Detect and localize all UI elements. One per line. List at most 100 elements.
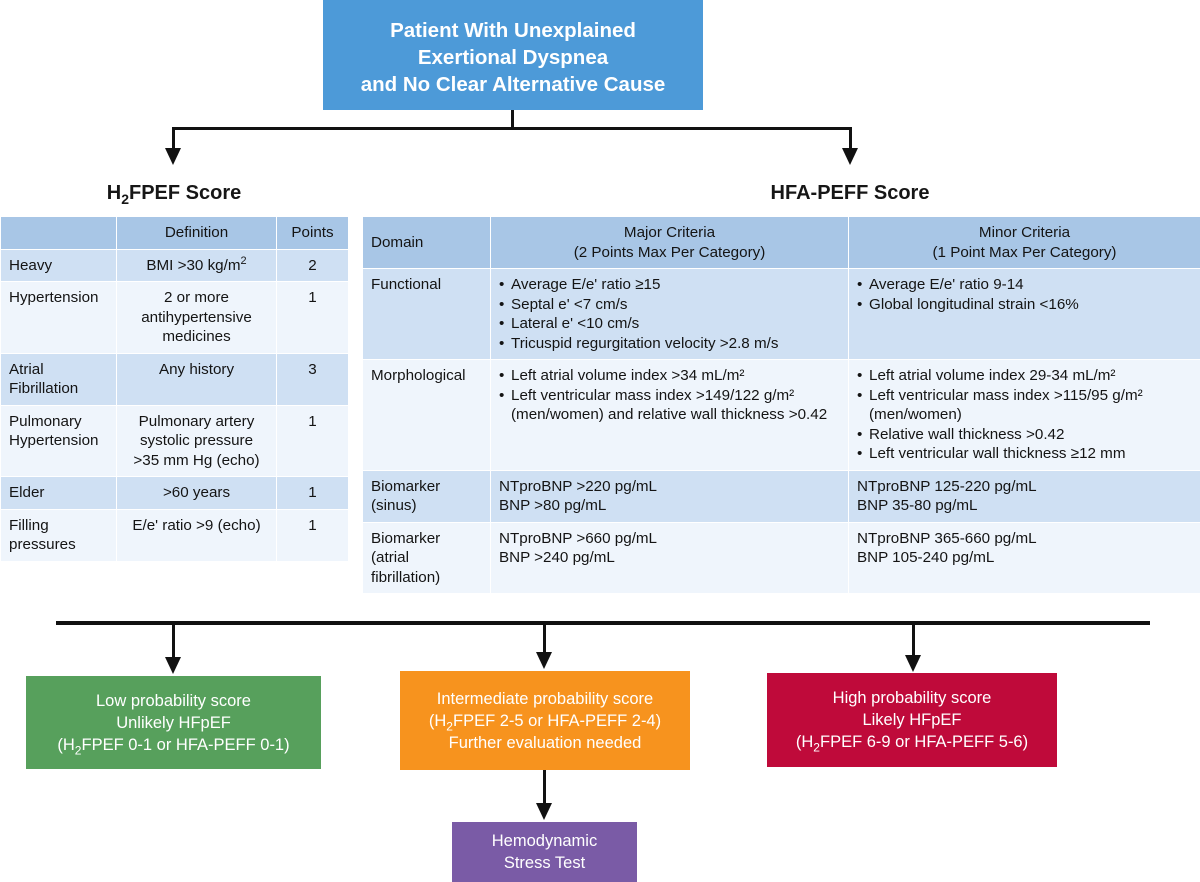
connector-high-stem [912, 621, 915, 657]
hemodynamic-line-2: Stress Test [503, 854, 586, 872]
h2fpef-heading-h: H [106, 182, 122, 204]
h2fpef-criterion: Hypertension [0, 281, 117, 354]
h2fpef-points: 1 [276, 508, 349, 562]
list-item: Left ventricular mass index >149/122 g/m… [499, 386, 840, 425]
list-item: Tricuspid regurgitation velocity >2.8 m/… [499, 334, 840, 354]
h2fpef-criterion: Filling pressures [0, 508, 117, 562]
h2fpef-score-heading: H2FPEF Score [68, 182, 280, 207]
h2fpef-header-points: Points [276, 216, 349, 250]
list-item: Relative wall thickness >0.42 [857, 425, 1192, 445]
hfapeff-domain: Biomarker (sinus) [362, 469, 491, 523]
criteria-line: NTproBNP 125-220 pg/mL [857, 477, 1037, 495]
connector-bottom-horizontal [56, 621, 1150, 625]
minor-criteria-line-1: Minor Criteria [978, 224, 1071, 241]
table-row: Pulmonary Hypertension Pulmonary artery … [0, 404, 349, 477]
list-item: Average E/e' ratio 9-14 [857, 275, 1192, 295]
low-probability-line-3: (H2FPEF 0-1 or HFA-PEFF 0-1) [57, 734, 289, 756]
connector-intermediate-stem [543, 621, 546, 654]
major-criteria-line-2: (2 Points Max Per Category) [573, 243, 766, 261]
h2fpef-definition: Any history [116, 352, 277, 406]
table-row: Elder >60 years 1 [0, 476, 349, 510]
table-row: Biomarker (sinus) NTproBNP >220 pg/mL BN… [362, 469, 1200, 523]
criteria-line: NTproBNP >660 pg/mL [499, 529, 658, 547]
hfapeff-header-minor: Minor Criteria (1 Point Max Per Category… [848, 216, 1200, 269]
h2fpef-criterion: Pulmonary Hypertension [0, 404, 117, 477]
hfapeff-minor-cell: Left atrial volume index 29-34 mL/m² Lef… [848, 359, 1200, 471]
hfapeff-header-major: Major Criteria (2 Points Max Per Categor… [490, 216, 849, 269]
criteria-line: NTproBNP 365-660 pg/mL [857, 529, 1037, 547]
intermediate-score-paren: (H [428, 711, 447, 730]
hfapeff-header-domain: Domain [362, 216, 491, 269]
table-row: Functional Average E/e' ratio ≥15 Septal… [362, 268, 1200, 360]
arrowhead-hemodynamic [536, 803, 552, 820]
hemodynamic-line-1: Hemodynamic [491, 832, 598, 850]
h2fpef-table: Definition Points Heavy BMI >30 kg/m2 2 … [0, 216, 349, 562]
arrowhead-intermediate-outcome [536, 652, 552, 669]
h2fpef-points: 1 [276, 476, 349, 510]
high-score-range: FPEF 6-9 or HFA-PEFF 5-6) [819, 733, 1029, 751]
hfapeff-major-cell: NTproBNP >220 pg/mL BNP >80 pg/mL [490, 469, 849, 523]
low-score-sub: 2 [74, 742, 82, 757]
h2fpef-points: 1 [276, 404, 349, 477]
table-row: Hypertension 2 or more antihypertensive … [0, 281, 349, 354]
table-header-row: Definition Points [0, 216, 349, 250]
low-score-paren: (H [57, 735, 75, 754]
minor-criteria-line-2: (1 Point Max Per Category) [932, 243, 1117, 261]
minor-criteria-list: Average E/e' ratio 9-14 Global longitudi… [857, 275, 1192, 314]
table-row: Heavy BMI >30 kg/m2 2 [0, 248, 349, 282]
list-item: Average E/e' ratio ≥15 [499, 275, 840, 295]
arrowhead-right-branch [842, 148, 858, 165]
hfapeff-score-heading: HFA-PEFF Score [770, 182, 930, 204]
major-criteria-list: Left atrial volume index >34 mL/m² Left … [499, 366, 840, 425]
h2fpef-header-blank [0, 216, 117, 250]
low-score-range: FPEF 0-1 or HFA-PEFF 0-1) [81, 735, 290, 754]
connector-title-stem [511, 110, 514, 129]
intermediate-score-range: FPEF 2-5 or HFA-PEFF 2-4) [452, 711, 662, 730]
low-probability-box: Low probability score Unlikely HFpEF (H2… [26, 676, 321, 769]
h2fpef-definition: 2 or more antihypertensive medicines [116, 281, 277, 354]
criteria-line: BNP >240 pg/mL [499, 549, 615, 566]
arrowhead-high-outcome [905, 655, 921, 672]
major-criteria-list: Average E/e' ratio ≥15 Septal e' <7 cm/s… [499, 275, 840, 353]
intermediate-line-1: Intermediate probability score [436, 689, 654, 708]
connector-right-branch-stem [849, 127, 852, 151]
table-header-row: Domain Major Criteria (2 Points Max Per … [362, 216, 1200, 269]
h2fpef-points: 3 [276, 352, 349, 406]
hfapeff-domain: Functional [362, 268, 491, 360]
hfapeff-domain: Morphological [362, 359, 491, 471]
high-score-sub: 2 [813, 740, 820, 755]
hfapeff-table: Domain Major Criteria (2 Points Max Per … [362, 216, 1200, 594]
h2fpef-heading-sub: 2 [121, 191, 129, 207]
hfapeff-minor-cell: NTproBNP 365-660 pg/mL BNP 105-240 pg/mL [848, 521, 1200, 594]
intermediate-score-sub: 2 [446, 718, 453, 733]
h2fpef-definition: Pulmonary artery systolic pressure >35 m… [116, 404, 277, 477]
list-item: Septal e' <7 cm/s [499, 295, 840, 315]
title-line-1: Patient With Unexplained [390, 18, 636, 42]
h2fpef-definition-sup: 2 [240, 254, 247, 267]
h2fpef-definition-text: BMI >30 kg/m [146, 256, 241, 274]
h2fpef-definition: >60 years [116, 476, 277, 510]
intermediate-line-3: Further evaluation needed [448, 733, 642, 752]
h2fpef-criterion: Elder [0, 476, 117, 510]
h2fpef-definition: E/e' ratio >9 (echo) [116, 508, 277, 562]
title-line-2: Exertional Dyspnea [417, 45, 609, 69]
h2fpef-heading-rest: FPEF Score [128, 182, 242, 204]
list-item: Left ventricular wall thickness ≥12 mm [857, 444, 1192, 464]
high-probability-line-2: Likely HFpEF [862, 711, 962, 729]
h2fpef-criterion: Atrial Fibrillation [0, 352, 117, 406]
criteria-line: BNP 35-80 pg/mL [857, 497, 978, 514]
list-item: Left atrial volume index >34 mL/m² [499, 366, 840, 386]
arrowhead-low-outcome [165, 657, 181, 674]
connector-hemodynamic-stem [543, 770, 546, 805]
table-row: Biomarker (atrial fibrillation) NTproBNP… [362, 521, 1200, 594]
table-row: Filling pressures E/e' ratio >9 (echo) 1 [0, 508, 349, 562]
h2fpef-criterion: Heavy [0, 248, 117, 282]
arrowhead-left-branch [165, 148, 181, 165]
low-probability-line-2: Unlikely HFpEF [116, 713, 231, 732]
title-box: Patient With Unexplained Exertional Dysp… [323, 0, 703, 110]
low-probability-line-1: Low probability score [95, 691, 251, 710]
hemodynamic-stress-test-box: Hemodynamic Stress Test [452, 822, 637, 882]
high-probability-line-1: High probability score [832, 689, 992, 707]
list-item: Left atrial volume index 29-34 mL/m² [857, 366, 1192, 386]
